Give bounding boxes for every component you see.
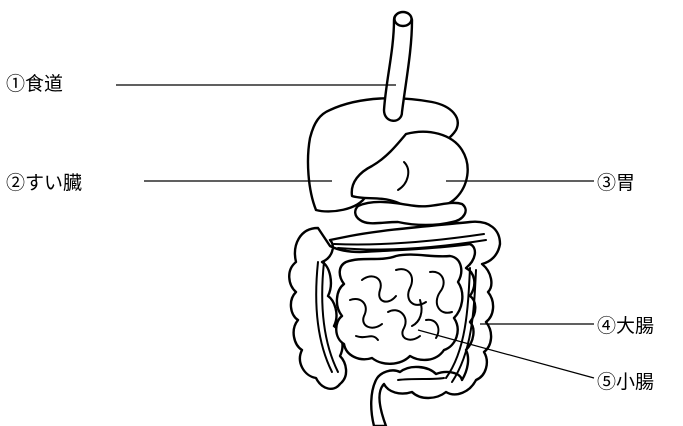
pancreas-shape: [355, 202, 465, 225]
pancreas-label: ②すい臓: [6, 172, 82, 194]
large-intestine-label: ④大腸: [597, 315, 654, 337]
esophagus-label: ①食道: [6, 73, 63, 95]
small-intestine-leader-line: [418, 330, 594, 378]
small-intestine-label: ⑤小腸: [597, 371, 654, 393]
stomach-label: ③胃: [597, 172, 635, 194]
small-intestine-shape: [336, 255, 462, 364]
